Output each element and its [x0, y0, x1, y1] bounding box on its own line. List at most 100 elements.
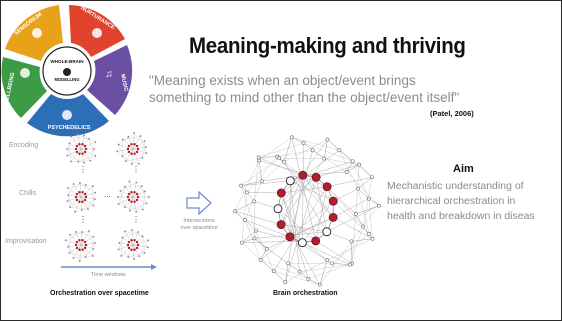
mini-edge [132, 182, 137, 198]
mini-node [78, 152, 81, 155]
network-node-highlighted [322, 182, 332, 192]
network-node [283, 280, 288, 285]
network-edge [241, 230, 256, 243]
network-edge [299, 264, 350, 272]
network-edge [246, 192, 282, 194]
wheel-label-psychedelics: PSYCHEDELICS [48, 125, 91, 131]
quote-line-2: something to mind other than the object/… [149, 90, 460, 105]
network-edge [279, 158, 285, 162]
network-edge [319, 260, 328, 285]
network-edge [244, 219, 290, 238]
mini-node [135, 240, 139, 244]
mini-node [78, 200, 81, 203]
mini-node [133, 239, 136, 242]
network-edge [258, 157, 328, 187]
network-edge [283, 139, 328, 162]
network-node [322, 156, 327, 161]
network-edge [281, 150, 340, 194]
network-node [258, 257, 263, 262]
mini-node [127, 192, 131, 196]
quote-line-1: "Meaning exists when an object/event bri… [149, 73, 416, 88]
network-node [277, 156, 282, 161]
mini-edge [79, 182, 96, 193]
network-node [350, 159, 355, 164]
mini-outer-node [77, 160, 80, 163]
mini-outer-node [119, 189, 122, 192]
wheel-center-line2: MODELLING [54, 77, 79, 82]
mini-edge [122, 231, 139, 238]
network-edge [254, 238, 267, 250]
aim-title: Aim [453, 163, 474, 175]
mini-edge [85, 242, 95, 258]
aim-text: Mechanistic understanding of hierarchica… [387, 179, 561, 224]
network-edge [288, 263, 300, 272]
network-edge [234, 201, 255, 212]
mini-outer-node [70, 160, 72, 163]
mini-node [74, 243, 78, 247]
network-edge [290, 174, 303, 182]
network-edge [351, 241, 353, 264]
mini-outer-node [123, 206, 126, 209]
mini-edge [122, 237, 134, 246]
network-edge [291, 137, 316, 241]
mini-edge [80, 196, 95, 200]
mini-outer-node [92, 235, 95, 238]
mini-outer-node [68, 251, 71, 254]
mini-edge [88, 231, 94, 249]
network-edge [241, 158, 280, 186]
network-edge [312, 150, 347, 173]
mini-edge [80, 242, 95, 246]
mini-edge [136, 196, 150, 212]
network-node [350, 261, 354, 266]
mini-outer-node [91, 255, 94, 257]
intersection-label-line2: over spacetime [180, 225, 218, 231]
wellbeing-icon [20, 68, 30, 78]
network-edge [316, 164, 360, 178]
mini-edge [65, 240, 74, 259]
mini-outer-node [140, 185, 143, 187]
mini-edge [75, 231, 82, 246]
mini-outer-node [146, 246, 149, 249]
network-node [349, 239, 354, 244]
quote: "Meaning exists when an object/event bri… [149, 72, 519, 106]
mini-node [130, 239, 133, 242]
network-edge [281, 186, 328, 194]
network-edge [234, 211, 246, 221]
mini-edge [80, 244, 93, 257]
network-edge [244, 181, 263, 221]
mini-outer-node [131, 229, 133, 231]
mini-node [135, 246, 139, 250]
mini-node [75, 198, 79, 202]
music-note-icon: ♫ [105, 69, 113, 80]
network-edge [273, 186, 328, 272]
mini-edge [132, 236, 143, 246]
network-node [329, 261, 334, 266]
mini-edge [87, 192, 96, 210]
mini-edge [67, 187, 82, 198]
network-node [256, 155, 261, 160]
mini-node [136, 243, 140, 247]
network-edge [289, 217, 334, 238]
network-edge [339, 150, 353, 162]
mini-edge [132, 231, 139, 246]
network-edge [302, 240, 316, 244]
network-edge [302, 175, 334, 218]
network-edge [258, 137, 292, 161]
network-edge [326, 217, 334, 232]
aim-line-3: health and breakdown in diseas [387, 210, 535, 222]
network-node-highlighted [285, 232, 295, 242]
network-edge [277, 156, 334, 202]
network-edge [281, 192, 309, 280]
mini-outer-node [94, 155, 97, 157]
network-edge [357, 188, 370, 199]
network-edge [326, 231, 352, 242]
mini-edge [71, 160, 91, 162]
row-label-encoding: Encoding [9, 142, 39, 149]
mini-edge [80, 196, 89, 210]
network-edge [368, 198, 373, 239]
mini-edge [80, 192, 96, 198]
network-edge [290, 161, 353, 182]
network-edge [346, 164, 360, 173]
mini-edge [68, 194, 82, 198]
mini-node [126, 243, 130, 247]
